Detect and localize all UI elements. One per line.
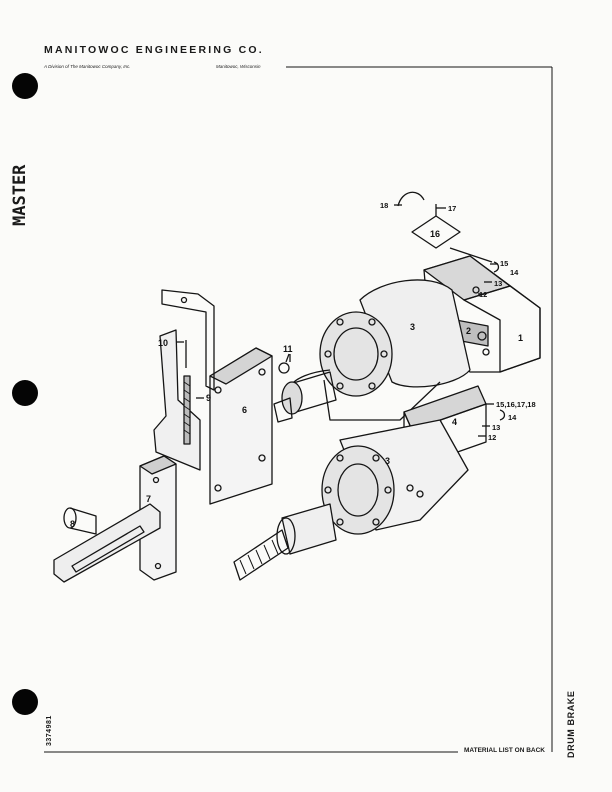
callout-15-18-lower: 15,16,17,18 — [496, 400, 536, 409]
division-line: A Division of The Manitowoc Company, Inc… — [44, 64, 131, 69]
part-3-upper-cylinder — [289, 279, 471, 421]
callout-2: 2 — [466, 326, 471, 336]
callout-14-upper: 14 — [510, 268, 519, 277]
callout-11: 11 — [283, 344, 293, 354]
callout-3-upper: 3 — [410, 322, 415, 332]
callout-17: 17 — [448, 204, 456, 213]
callout-10: 10 — [158, 338, 168, 348]
callout-14-lower: 14 — [508, 413, 517, 422]
callout-18: 18 — [380, 201, 388, 210]
callout-15-upper: 15 — [500, 259, 508, 268]
part-16-pad — [411, 215, 461, 249]
part-6-plate — [209, 347, 273, 505]
part-3-lower-cylinder — [321, 419, 469, 535]
callout-6: 6 — [242, 405, 247, 415]
company-name: MANITOWOC ENGINEERING CO. — [44, 44, 264, 56]
binder-hole-middle — [12, 380, 38, 406]
callout-3-lower: 3 — [385, 456, 390, 466]
part-10-bracket — [161, 289, 215, 391]
binder-hole-bottom — [12, 689, 38, 715]
lower-threaded-rod — [233, 503, 337, 581]
callout-13-lower: 13 — [492, 423, 500, 432]
callout-12-lower: 12 — [488, 433, 496, 442]
part-18-clip — [397, 191, 425, 207]
part-11-nut — [278, 353, 290, 374]
callout-9: 9 — [206, 393, 211, 403]
binder-hole-top — [12, 73, 38, 99]
callout-8: 8 — [70, 519, 75, 529]
callout-16: 16 — [430, 229, 440, 239]
company-location: Manitowoc, Wisconsin — [216, 64, 261, 69]
upper-shaft — [273, 371, 337, 423]
callout-12-upper: 12 — [479, 290, 487, 299]
callout-7: 7 — [146, 494, 151, 504]
callout-4: 4 — [452, 417, 457, 427]
material-list-note: MATERIAL LIST ON BACK — [464, 747, 546, 754]
callout-1: 1 — [518, 333, 523, 343]
callout-13-upper: 13 — [494, 279, 502, 288]
part-8-slotted-arm — [53, 503, 161, 583]
part-9-side-frame — [153, 329, 201, 471]
